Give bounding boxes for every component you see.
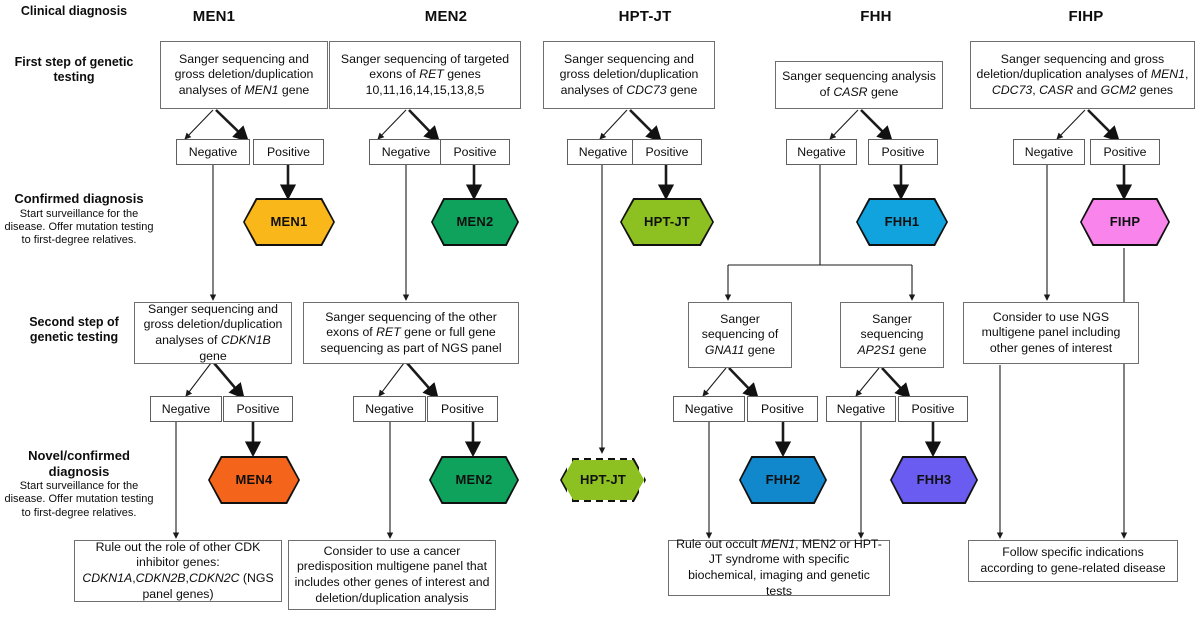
row-label-title: Second step of genetic testing [29,315,119,344]
box-text: Consider to use NGS multigene panel incl… [981,309,1121,355]
result-negative-fhh-gna11[interactable]: Negative [673,396,745,422]
row-label-novel-diagnosis: Novel/confirmed diagnosis Start surveill… [2,448,156,520]
result-negative-fihp[interactable]: Negative [1013,139,1085,165]
first-step-box-men1[interactable]: Sanger sequencing and gross deletion/dup… [160,41,328,109]
diagnosis-badge-men1[interactable]: MEN1 [243,198,335,246]
badge-fill: HPT-JT [561,459,645,501]
diagnosis-badge-men4[interactable]: MEN4 [208,456,300,504]
column-header-men2: MEN2 [424,8,468,25]
second-step-box-fhh-gna11[interactable]: Sanger sequencing of GNA11 gene [688,302,792,368]
row-label-confirmed-diagnosis: Confirmed diagnosis Start surveillance f… [4,191,154,247]
bottom-box-men2[interactable]: Consider to use a cancer predisposition … [288,540,496,610]
bottom-box-fhh[interactable]: Rule out occult MEN1, MEN2 or HPT-JT syn… [668,536,890,598]
box-text: Sanger sequencing AP2S1 gene [857,311,927,357]
row-label-first-step: First step of genetic testing [8,55,140,85]
badge-fill: MEN4 [209,457,299,503]
badge-label: FIHP [1109,214,1141,230]
box-text: Sanger sequencing analysis of CASR gene [782,69,936,99]
first-step-box-hptjt[interactable]: Sanger sequencing and gross deletion/dup… [543,41,715,109]
box-text: Sanger sequencing of targeted exons of R… [340,51,510,97]
column-header-hptjt: HPT-JT [618,8,672,25]
result-positive-hptjt[interactable]: Positive [632,139,702,165]
box-text: Sanger sequencing and gross deletion/dup… [174,51,314,97]
box-text: Consider to use a cancer predisposition … [294,543,490,605]
diagnosis-badge-hptjt-novel[interactable]: HPT-JT [560,458,646,502]
first-step-box-fihp[interactable]: Sanger sequencing and gross deletion/dup… [970,41,1195,109]
row-label-subtitle: Start surveillance for the disease. Offe… [4,480,154,519]
row-label-clinical-diagnosis: Clinical diagnosis [10,4,138,19]
badge-label: MEN4 [235,472,273,488]
badge-label: MEN2 [456,214,494,230]
diagnosis-badge-fihp[interactable]: FIHP [1080,198,1170,246]
first-step-box-men2[interactable]: Sanger sequencing of targeted exons of R… [329,41,521,109]
result-positive-fihp[interactable]: Positive [1090,139,1160,165]
box-text: Rule out occult MEN1, MEN2 or HPT-JT syn… [676,536,882,598]
column-header-fihp: FIHP [1068,8,1104,25]
badge-fill: FHH3 [891,457,977,503]
second-step-box-men2[interactable]: Sanger sequencing of the other exons of … [303,302,519,364]
result-positive-men2-second[interactable]: Positive [427,396,498,422]
diagnosis-badge-fhh1[interactable]: FHH1 [856,198,948,246]
row-label-title: First step of genetic testing [14,55,134,84]
row-label-title: Confirmed diagnosis [14,191,144,206]
diagnosis-badge-fhh2[interactable]: FHH2 [739,456,827,504]
badge-label: FHH3 [916,472,952,488]
box-text: Sanger sequencing and gross deletion/dup… [976,51,1189,97]
badge-fill: FIHP [1081,199,1169,245]
box-text: Sanger sequencing of the other exons of … [320,309,502,355]
badge-label: HPT-JT [580,472,626,488]
column-header-men1: MEN1 [192,8,236,25]
badge-fill: FHH2 [740,457,826,503]
bottom-box-men1[interactable]: Rule out the role of other CDK inhibitor… [74,540,282,602]
row-label-subtitle: Start surveillance for the disease. Offe… [4,207,154,246]
diagnosis-badge-fhh3[interactable]: FHH3 [890,456,978,504]
box-text: Sanger sequencing of GNA11 gene [701,311,779,357]
diagnosis-badge-men2[interactable]: MEN2 [431,198,519,246]
result-negative-fhh[interactable]: Negative [786,139,857,165]
result-positive-fhh-gna11[interactable]: Positive [747,396,818,422]
result-positive-men2[interactable]: Positive [440,139,510,165]
row-label-title: Novel/confirmed diagnosis [28,448,130,479]
second-step-box-men1[interactable]: Sanger sequencing and gross deletion/dup… [134,302,292,364]
result-positive-men1-second[interactable]: Positive [223,396,293,422]
result-positive-fhh-ap2s1[interactable]: Positive [898,396,968,422]
second-step-box-fhh-ap2s1[interactable]: Sanger sequencing AP2S1 gene [840,302,944,368]
box-text: Follow specific indications according to… [980,545,1166,575]
badge-fill: MEN2 [432,199,518,245]
badge-fill: FHH1 [857,199,947,245]
box-text: Rule out the role of other CDK inhibitor… [82,539,274,601]
bottom-box-fihp[interactable]: Follow specific indications according to… [968,540,1178,582]
badge-label: FHH2 [765,472,801,488]
box-text: Sanger sequencing and gross deletion/dup… [559,51,699,97]
result-negative-men2[interactable]: Negative [369,139,443,165]
row-label-title: Clinical diagnosis [20,4,128,18]
badge-label: MEN1 [270,214,308,230]
badge-fill: MEN2 [430,457,518,503]
result-negative-hptjt[interactable]: Negative [567,139,639,165]
first-step-box-fhh[interactable]: Sanger sequencing analysis of CASR gene [775,61,943,109]
result-negative-men1[interactable]: Negative [176,139,250,165]
box-text: Sanger sequencing and gross deletion/dup… [143,301,283,363]
badge-label: MEN2 [455,472,493,488]
diagnosis-badge-men2-novel[interactable]: MEN2 [429,456,519,504]
row-label-second-step: Second step of genetic testing [8,315,140,345]
column-header-fhh: FHH [860,8,892,25]
result-negative-fhh-ap2s1[interactable]: Negative [826,396,896,422]
result-positive-men1[interactable]: Positive [253,139,324,165]
badge-label: HPT-JT [644,214,690,230]
badge-fill: MEN1 [244,199,334,245]
second-step-box-fihp[interactable]: Consider to use NGS multigene panel incl… [963,302,1139,364]
result-negative-men2-second[interactable]: Negative [353,396,426,422]
diagnosis-badge-hptjt[interactable]: HPT-JT [620,198,714,246]
badge-label: FHH1 [884,214,920,230]
badge-fill: HPT-JT [621,199,713,245]
result-negative-men1-second[interactable]: Negative [150,396,222,422]
result-positive-fhh[interactable]: Positive [868,139,938,165]
